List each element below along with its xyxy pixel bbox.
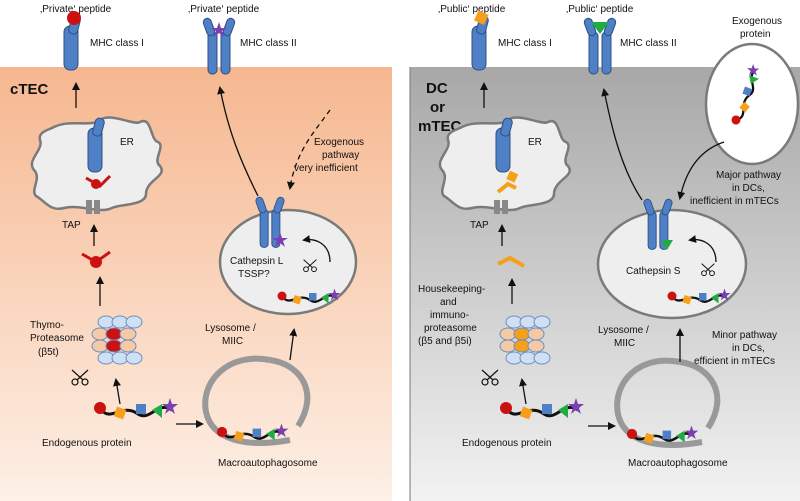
left-exogenous-note-1: Exogenous — [314, 137, 364, 148]
left-exogenous-note-2: pathway — [322, 150, 359, 161]
right-mhc1-label: MHC class I — [498, 38, 552, 49]
left-endogenous-label: Endogenous protein — [42, 438, 132, 449]
right-minor-pathway-2: in DCs, — [732, 343, 765, 354]
right-proteasome-label-4: proteasome — [424, 323, 477, 334]
left-private-peptide-label-1: ‚Private‘ peptide — [40, 4, 112, 15]
left-cathepsin-label-1: Cathepsin L — [230, 256, 284, 267]
left-panel: cTEC ‚Private‘ peptide MHC class I ‚Priv… — [10, 4, 364, 469]
right-proteasome-label-1: Housekeeping- — [418, 284, 485, 295]
right-title-3: mTEC — [418, 118, 462, 135]
right-lysosome-label-1: Lysosome / — [598, 325, 649, 336]
left-panel-title: cTEC — [10, 81, 49, 98]
right-panel: DC or mTEC ‚Public‘ peptide MHC class I … — [418, 4, 800, 469]
left-thymoproteasome — [91, 315, 143, 365]
right-major-pathway-3: inefficient in mTECs — [690, 196, 779, 207]
left-mhc1-label: MHC class I — [90, 38, 144, 49]
right-major-pathway-1: Major pathway — [716, 170, 781, 181]
left-autophagosome-label: Macroautophagosome — [218, 458, 318, 469]
right-lysosome-label-2: MIIC — [614, 338, 635, 349]
right-title-2: or — [430, 99, 445, 116]
right-public-peptide-mhc2 — [591, 22, 609, 34]
right-minor-pathway-3: efficient in mTECs — [694, 356, 775, 367]
right-minor-pathway-1: Minor pathway — [712, 330, 777, 341]
right-public-peptide-label-2: ‚Public‘ peptide — [566, 4, 634, 15]
left-proteasome-label-2: Proteasome — [30, 333, 84, 344]
right-proteasome-label-3: immuno- — [430, 310, 469, 321]
left-mhc2-label: MHC class II — [240, 38, 297, 49]
left-lysosome-label-2: MIIC — [222, 336, 243, 347]
right-tap — [494, 200, 500, 214]
right-endogenous-label: Endogenous protein — [462, 438, 552, 449]
left-er-label: ER — [120, 137, 134, 148]
right-proteasome-label-5: (β5 and β5i) — [418, 336, 472, 347]
left-private-peptide-label-2: ‚Private‘ peptide — [188, 4, 260, 15]
right-public-peptide-label-1: ‚Public‘ peptide — [438, 4, 506, 15]
right-tap-label: TAP — [470, 220, 489, 231]
left-tap — [86, 200, 92, 214]
left-lysosome-label-1: Lysosome / — [205, 323, 256, 334]
right-macroautophagosome — [614, 357, 703, 448]
left-macroautophagosome — [202, 355, 291, 446]
left-lysosome — [218, 208, 358, 316]
left-cathepsin-label-2: TSSP? — [238, 269, 270, 280]
right-autophagosome-label: Macroautophagosome — [628, 458, 728, 469]
left-proteasome-label-1: Thymo- — [30, 320, 64, 331]
right-public-peptide-mhc1 — [473, 10, 489, 25]
right-er-label: ER — [528, 137, 542, 148]
left-exogenous-note-3: very inefficient — [294, 163, 358, 174]
right-lysosome — [596, 208, 748, 320]
right-mhc2-label: MHC class II — [620, 38, 677, 49]
left-peptide-star — [211, 22, 227, 37]
right-mhc-class-i — [471, 14, 490, 71]
right-exogenous-protein-label-2: protein — [740, 29, 771, 40]
left-proteasome-label-3: (β5t) — [38, 347, 59, 358]
right-major-pathway-2: in DCs, — [732, 183, 765, 194]
right-exogenous-vesicle — [704, 42, 800, 166]
right-immunoproteasome — [499, 315, 551, 365]
right-title-1: DC — [426, 80, 448, 97]
right-cathepsin-label: Cathepsin S — [626, 266, 681, 277]
right-proteasome-label-2: and — [440, 297, 457, 308]
left-private-peptide-mhc1 — [67, 11, 81, 25]
right-peptide-fragment — [497, 255, 525, 268]
left-tap-label: TAP — [62, 220, 81, 231]
right-exogenous-protein-label-1: Exogenous — [732, 16, 782, 27]
